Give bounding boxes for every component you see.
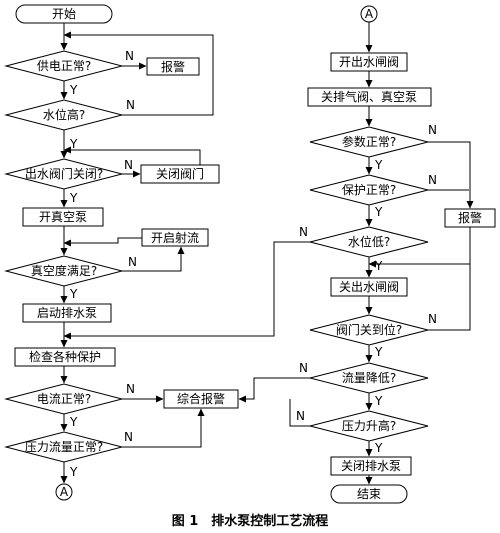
- connector-a-out-label: A: [60, 485, 69, 499]
- branch-yes-label: Y: [374, 441, 383, 455]
- open-jet-label: 开启射流: [151, 230, 199, 245]
- decision-pressure-up: [309, 410, 429, 442]
- start-label: 开始: [52, 7, 76, 21]
- connector-a-in-label: A: [365, 7, 374, 21]
- branch-no-label: N: [128, 255, 137, 269]
- branch-yes-label: Y: [374, 259, 383, 273]
- alarm-box-1-label: 报警: [161, 59, 185, 74]
- branch-no-label: N: [296, 409, 305, 423]
- decision-current-ok-label: 电流正常?: [37, 392, 91, 406]
- decision-power-label: 供电正常?: [37, 59, 91, 73]
- decision-protection-ok-label: 保护正常?: [342, 183, 396, 197]
- decision-params-ok-label: 参数正常?: [342, 134, 396, 149]
- branch-yes-label: Y: [374, 158, 383, 172]
- decision-water-high-label: 水位高?: [43, 107, 85, 122]
- end-label: 结束: [357, 487, 381, 501]
- branch-no-label: N: [428, 123, 437, 137]
- figure-caption: 图 1 排水泵控制工艺流程: [172, 513, 329, 529]
- connector-a-out: [55, 483, 73, 501]
- start-vacuum-label: 开真空泵: [39, 210, 87, 224]
- connector-line: [122, 408, 205, 448]
- open-gate-valve-label: 开出水闸阀: [339, 55, 399, 69]
- branch-yes-label: Y: [69, 415, 78, 429]
- alarm-box-2-label: 报警: [458, 210, 482, 225]
- branch-no-label: N: [124, 158, 133, 172]
- close-gate-valve-label: 关出水闸阀: [339, 280, 399, 294]
- start-vacuum-box: [22, 207, 104, 227]
- start-drain-pump-label: 启动排水泵: [37, 306, 97, 320]
- close-drain-pump-box: [330, 456, 412, 476]
- branch-no-label: N: [124, 430, 133, 444]
- loop-back-line: [63, 237, 142, 247]
- connector-line: [428, 264, 471, 331]
- decision-outlet-closed-label: 出水阀门关闭?: [25, 166, 103, 181]
- connector-line: [428, 141, 474, 209]
- combined-alarm-box: [163, 389, 239, 409]
- start-drain-pump-box: [22, 303, 112, 323]
- loop-back-line: [63, 31, 214, 116]
- branch-yes-label: Y: [374, 345, 383, 359]
- branch-yes-label: Y: [374, 394, 383, 408]
- connector-line: [238, 377, 310, 403]
- check-protection-box: [14, 347, 116, 367]
- branch-no-label: N: [126, 382, 135, 396]
- branch-no-label: N: [428, 312, 437, 326]
- branch-yes-label: Y: [69, 287, 78, 301]
- decision-vacuum-ok-label: 真空度满足?: [31, 263, 97, 278]
- close-vent-vacuum-label: 关排气阀、真空泵: [321, 89, 417, 104]
- decision-valve-closed-label: 阀门关到位?: [336, 322, 402, 337]
- decision-water-low: [309, 226, 429, 258]
- loop-back-line: [63, 241, 310, 340]
- branch-no-label: N: [299, 361, 308, 375]
- decision-flow-down-label: 流量降低?: [342, 371, 396, 385]
- close-valve-box: [140, 164, 220, 184]
- decision-pressure-up-label: 压力升高?: [342, 418, 396, 433]
- check-protection-label: 检查各种保护: [29, 349, 101, 364]
- branch-yes-label: Y: [374, 205, 383, 219]
- decision-flow-down: [309, 362, 429, 394]
- branch-no-label: N: [428, 173, 437, 187]
- retry-line: [122, 246, 185, 272]
- branch-yes-label: Y: [69, 83, 78, 97]
- end-terminal: [330, 484, 408, 504]
- branch-no-label: N: [126, 98, 135, 112]
- connector-line: [289, 399, 310, 427]
- branch-yes-label: Y: [69, 137, 78, 151]
- close-valve-label: 关闭阀门: [156, 166, 204, 181]
- close-drain-pump-label: 关闭排水泵: [341, 459, 401, 473]
- branch-yes-label: Y: [69, 465, 78, 479]
- loop-back-line: [63, 146, 201, 165]
- combined-alarm-label: 综合报警: [177, 391, 225, 406]
- alarm-box-1: [146, 57, 200, 76]
- branch-no-label: N: [299, 225, 308, 239]
- decision-pressure-flow-ok-label: 压力流量正常?: [25, 440, 103, 454]
- branch-yes-label: Y: [69, 191, 78, 205]
- branch-no-label: N: [125, 49, 134, 63]
- decision-water-low-label: 水位低?: [348, 234, 390, 249]
